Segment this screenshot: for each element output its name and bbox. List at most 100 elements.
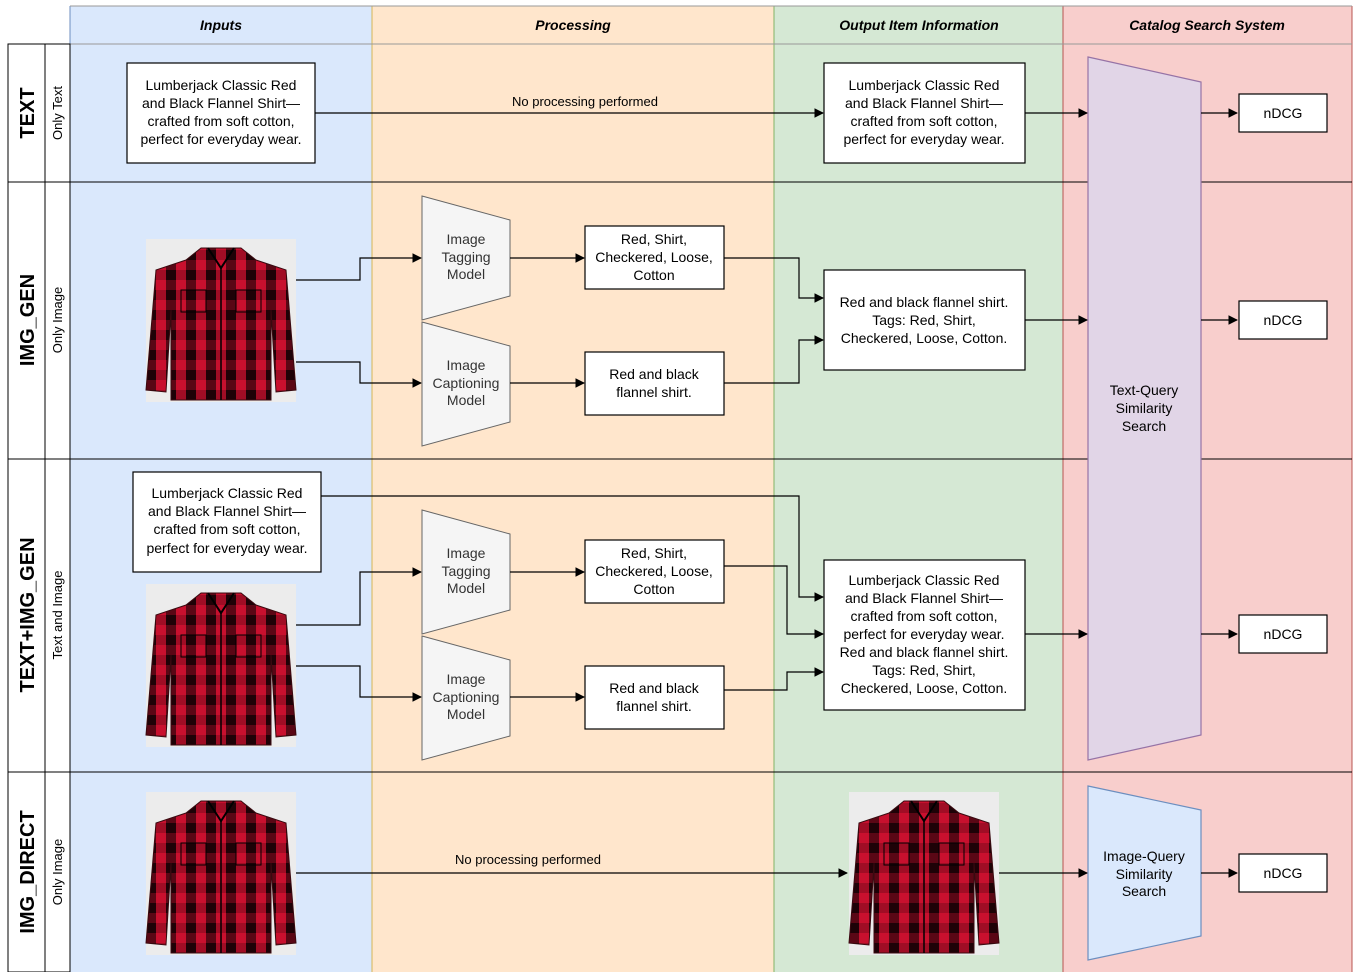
text-input-line-2: and Black Flannel Shirt— — [142, 95, 300, 111]
row-title-text: TEXT — [17, 87, 39, 138]
text-img-gen-tags-line-3: Cotton — [633, 581, 674, 597]
text-img-gen-output-line-2: and Black Flannel Shirt— — [845, 590, 1003, 606]
img-gen-output-line-1: Red and black flannel shirt. — [840, 294, 1009, 310]
text-img-gen-input-line-3: crafted from soft cotton, — [153, 521, 300, 537]
img-direct-ndcg-box — [1238, 853, 1328, 893]
image-search-label-2: Similarity — [1116, 866, 1173, 882]
text-img-gen-output-line-4: perfect for everyday wear. — [843, 626, 1004, 642]
text-img-gen-output-box — [823, 559, 1026, 711]
text-ndcg-box — [1238, 93, 1328, 133]
text-input-line-4: perfect for everyday wear. — [140, 131, 301, 147]
img-gen-caption-line-1: Red and black — [609, 366, 700, 382]
text-img-gen-input-line-4: perfect for everyday wear. — [146, 540, 307, 556]
img-gen-tags-to-output-edge — [724, 257, 824, 303]
text-img-gen-text-to-output-edge — [321, 495, 824, 602]
text-img-gen-ndcg-box — [1238, 614, 1328, 654]
img-gen-ndcg-label: nDCG — [1264, 312, 1303, 328]
text-ndcg-label: nDCG — [1264, 105, 1303, 121]
img-gen-output-box — [823, 269, 1026, 371]
img-gen-tagging-label-2: Tagging — [441, 249, 490, 265]
text-output-box — [823, 62, 1026, 164]
text-no-processing-label: No processing performed — [512, 94, 658, 109]
img-direct-ndcg-label: nDCG — [1264, 865, 1303, 881]
row-subtitle-img-direct: Only Image — [50, 839, 65, 905]
text-img-gen-input-line-1: Lumberjack Classic Red — [152, 485, 303, 501]
text-img-gen-tagging-label-3: Model — [447, 580, 485, 596]
column-header-catalog: Catalog Search System — [1129, 17, 1285, 33]
img-direct-input-shirt-image — [145, 792, 297, 955]
img-gen-caption-box — [584, 351, 725, 416]
text-img-gen-shirt-image — [145, 584, 297, 747]
text-img-gen-output-line-7: Checkered, Loose, Cotton. — [841, 680, 1008, 696]
text-search-label-1: Text-Query — [1110, 382, 1178, 398]
column-header-output: Output Item Information — [839, 17, 998, 33]
text-output-line-3: crafted from soft cotton, — [850, 113, 997, 129]
text-img-gen-captioning-label-2: Captioning — [433, 689, 500, 705]
text-img-gen-caption-line-1: Red and black — [609, 680, 700, 696]
img-direct-no-processing-label: No processing performed — [455, 852, 601, 867]
img-gen-output-line-2: Tags: Red, Shirt, — [872, 312, 976, 328]
text-img-gen-tagging-model — [421, 509, 511, 635]
img-gen-tagging-model — [421, 195, 511, 321]
text-input-line-1: Lumberjack Classic Red — [146, 77, 297, 93]
row-title-img-gen: IMG_GEN — [17, 274, 39, 366]
img-gen-captioning-label-2: Captioning — [433, 375, 500, 391]
img-gen-tags-box — [584, 225, 725, 290]
img-gen-captioning-label-1: Image — [447, 357, 486, 373]
text-img-gen-caption-line-2: flannel shirt. — [616, 698, 691, 714]
image-search-label-1: Image-Query — [1103, 848, 1185, 864]
img-gen-tagging-label-3: Model — [447, 266, 485, 282]
text-output-line-2: and Black Flannel Shirt— — [845, 95, 1003, 111]
img-gen-caption-to-output-edge — [724, 335, 824, 384]
text-img-gen-ndcg-label: nDCG — [1264, 626, 1303, 642]
row-title-text-img-gen: TEXT+IMG_GEN — [17, 537, 39, 692]
text-img-gen-output-line-3: crafted from soft cotton, — [850, 608, 997, 624]
text-img-gen-caption-to-output-edge — [724, 667, 824, 691]
img-gen-captioning-model — [421, 321, 511, 447]
text-search-label-2: Similarity — [1116, 400, 1173, 416]
text-search-label-3: Search — [1122, 418, 1166, 434]
img-gen-to-tagging-edge — [296, 253, 422, 281]
text-img-gen-output-line-6: Tags: Red, Shirt, — [872, 662, 976, 678]
row-subtitle-img-gen: Only Image — [50, 287, 65, 353]
text-output-line-1: Lumberjack Classic Red — [849, 77, 1000, 93]
text-query-similarity-search — [1087, 56, 1202, 761]
column-header-inputs: Inputs — [200, 17, 242, 33]
img-gen-ndcg-box — [1238, 300, 1328, 340]
text-img-gen-to-captioning-edge — [296, 665, 422, 702]
img-gen-caption-line-2: flannel shirt. — [616, 384, 691, 400]
text-img-gen-tags-box — [584, 539, 725, 604]
img-direct-output-shirt-image — [848, 792, 1000, 955]
img-gen-tags-line-3: Cotton — [633, 267, 674, 283]
row-title-img-direct: IMG_DIRECT — [17, 810, 39, 933]
text-img-gen-to-tagging-edge — [296, 567, 422, 626]
img-gen-output-line-3: Checkered, Loose, Cotton. — [841, 330, 1008, 346]
text-img-gen-output-line-5: Red and black flannel shirt. — [840, 644, 1009, 660]
text-input-box — [126, 62, 316, 164]
row-subtitle-text-img-gen: Text and Image — [50, 571, 65, 660]
text-img-gen-tags-line-1: Red, Shirt, — [621, 545, 687, 561]
text-img-gen-captioning-model — [421, 635, 511, 761]
text-img-gen-tagging-label-2: Tagging — [441, 563, 490, 579]
text-img-gen-tags-line-2: Checkered, Loose, — [595, 563, 713, 579]
text-img-gen-tags-to-output-edge — [724, 565, 824, 639]
img-gen-tagging-label-1: Image — [447, 231, 486, 247]
text-img-gen-input-box — [132, 471, 322, 573]
processing-lane — [372, 6, 774, 972]
text-img-gen-tagging-label-1: Image — [447, 545, 486, 561]
img-gen-captioning-label-3: Model — [447, 392, 485, 408]
text-img-gen-input-line-2: and Black Flannel Shirt— — [148, 503, 306, 519]
text-input-line-3: crafted from soft cotton, — [147, 113, 294, 129]
img-gen-shirt-image — [145, 239, 297, 402]
column-header-processing: Processing — [535, 17, 611, 33]
text-img-gen-caption-box — [584, 665, 725, 730]
text-img-gen-captioning-label-3: Model — [447, 706, 485, 722]
image-search-label-3: Search — [1122, 883, 1166, 899]
img-gen-to-captioning-edge — [296, 361, 422, 388]
image-query-similarity-search — [1087, 785, 1202, 961]
img-gen-tags-line-1: Red, Shirt, — [621, 231, 687, 247]
row-subtitle-text: Only Text — [50, 86, 65, 140]
text-img-gen-output-line-1: Lumberjack Classic Red — [849, 572, 1000, 588]
text-img-gen-captioning-label-1: Image — [447, 671, 486, 687]
